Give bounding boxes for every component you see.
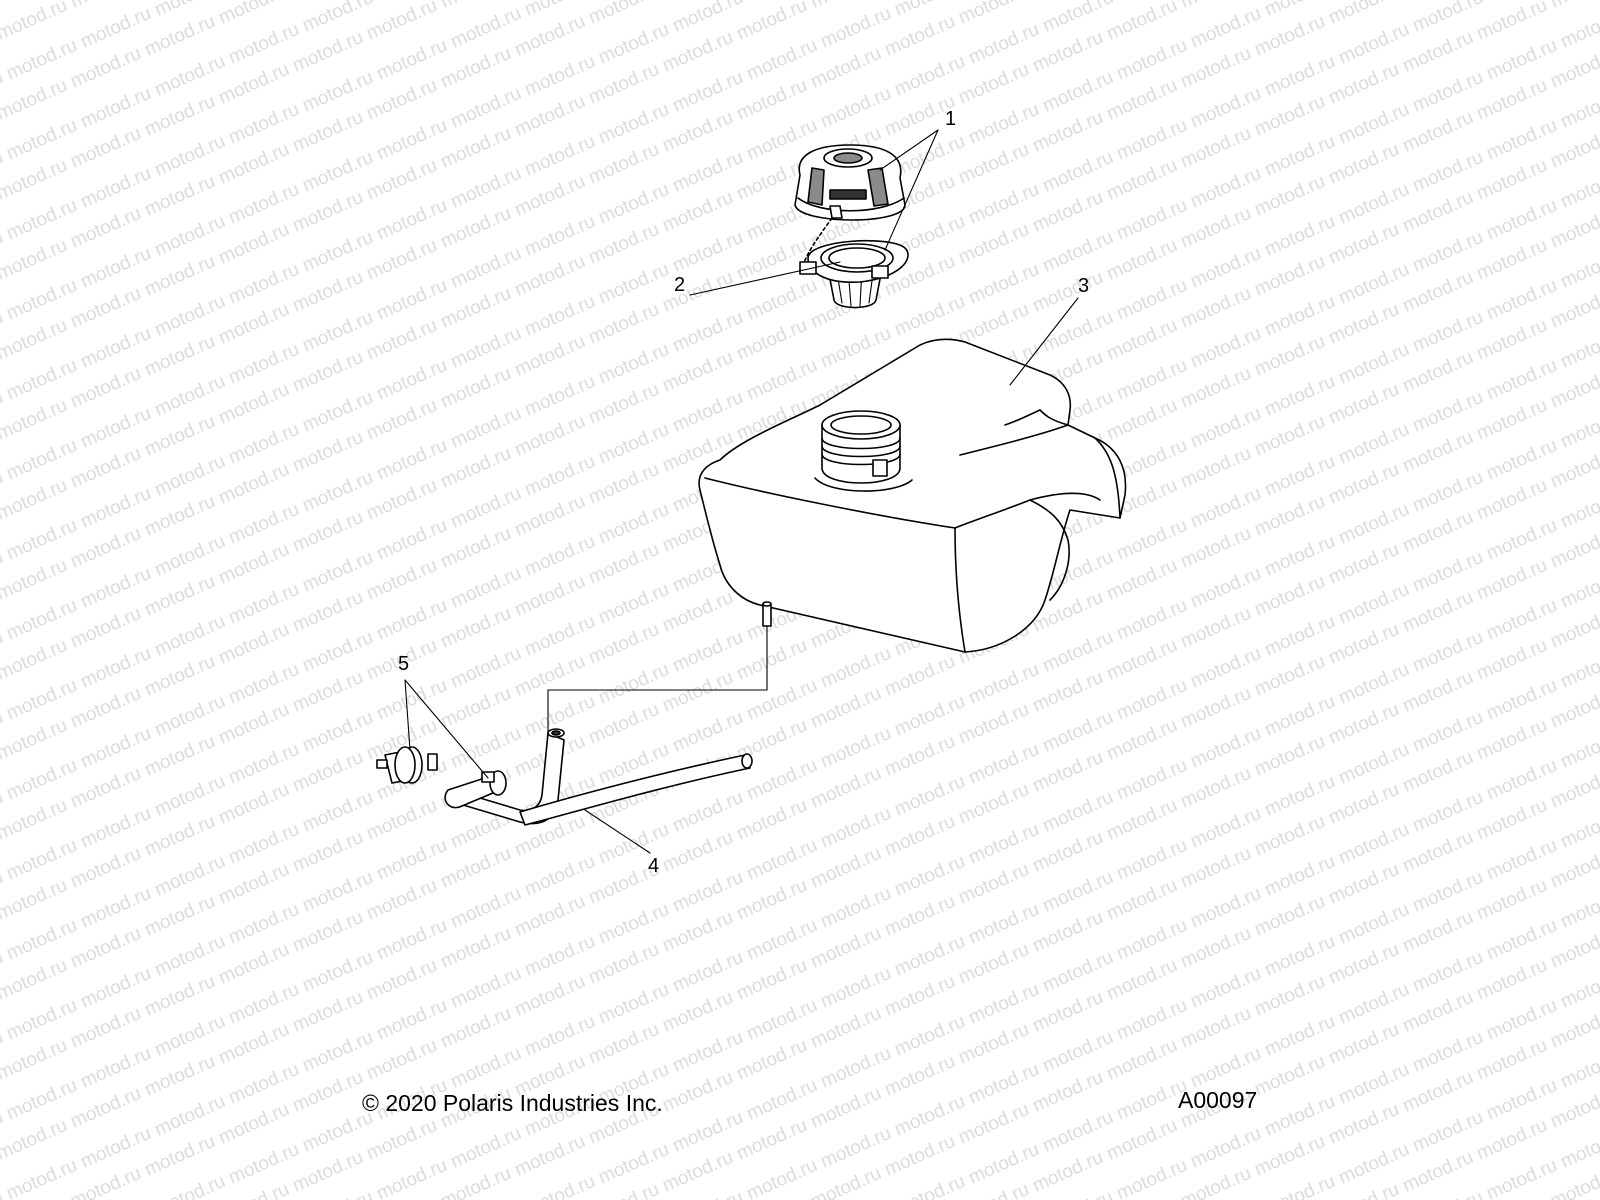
fuel-tank <box>698 338 1127 653</box>
copyright-notice: © 2020 Polaris Industries Inc. <box>362 1090 663 1116</box>
leader-lines <box>404 129 1079 854</box>
callout-2: 2 <box>674 274 686 296</box>
callout-5: 5 <box>398 653 410 675</box>
figure-code: A00097 <box>1178 1087 1258 1113</box>
cap-retaining-ring <box>799 239 909 283</box>
hose-clamp-left <box>376 746 438 784</box>
callout-3: 3 <box>1078 275 1090 297</box>
callout-4: 4 <box>648 855 660 877</box>
filler-neck <box>814 410 913 492</box>
fuel-cap <box>794 144 906 269</box>
hose-clamp-right <box>444 770 507 809</box>
callout-1: 1 <box>945 108 957 130</box>
